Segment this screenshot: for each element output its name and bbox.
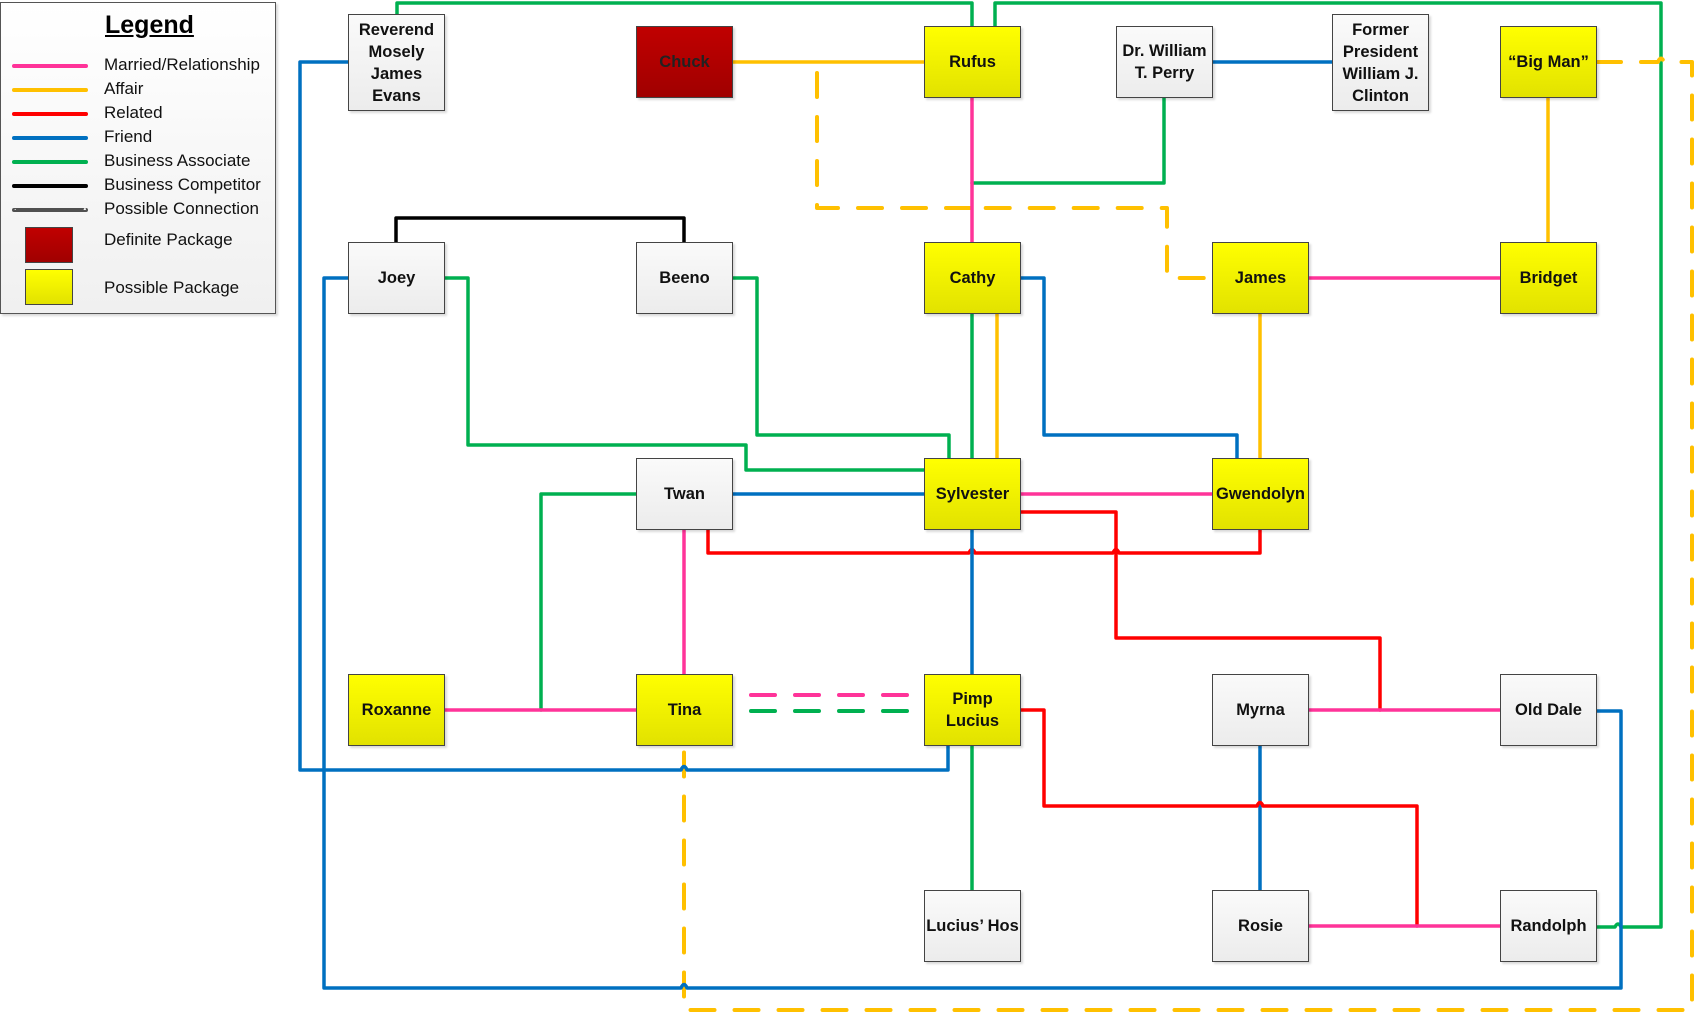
node-label: Joey	[377, 269, 416, 287]
possible-line-icon	[12, 208, 88, 212]
node-bridget[interactable]: Bridget	[1500, 242, 1597, 314]
node-myrna[interactable]: Myrna	[1212, 674, 1309, 746]
node-james[interactable]: James	[1212, 242, 1309, 314]
connection-beeno-sylvester	[731, 276, 951, 460]
connection-chuck-james	[815, 71, 1214, 280]
node-label: Rosie	[1238, 917, 1283, 935]
related-line-icon	[12, 112, 88, 116]
node-tina[interactable]: Tina	[636, 674, 733, 746]
node-label: Old Dale	[1515, 701, 1582, 719]
connection-cathy-gwendolyn	[1019, 276, 1239, 460]
node-label: Beeno	[659, 269, 710, 287]
node-chuck[interactable]: Chuck	[636, 26, 733, 98]
legend-item-definite: Definite Package	[1, 227, 277, 267]
node-sylvester[interactable]: Sylvester	[924, 458, 1021, 530]
legend-label: Business Associate	[104, 151, 251, 170]
friend-line-icon	[12, 136, 88, 140]
node-label: Sylvester	[935, 485, 1010, 503]
definite-package-swatch-icon	[25, 227, 73, 263]
node-randolph[interactable]: Randolph	[1500, 890, 1597, 962]
legend-item-related: Related	[1, 103, 277, 125]
connection-joey-sylvester	[442, 276, 926, 472]
connection-bigman-tina	[682, 56, 1694, 1012]
node-label: Rufus	[949, 53, 996, 71]
legend-label: Business Competitor	[104, 175, 261, 194]
legend-item-possible: Possible Connection	[1, 199, 277, 221]
node-joey[interactable]: Joey	[348, 242, 445, 314]
node-label: James	[1234, 269, 1287, 287]
business-line-icon	[12, 160, 88, 164]
node-label: Reverend Mosely James Evans	[358, 20, 435, 105]
node-label: Gwendolyn	[1216, 485, 1305, 503]
connection-twan-gwendolyn	[706, 528, 1262, 555]
connection-pimp-randolph	[1019, 708, 1419, 928]
connection-sylvester-olddale	[1019, 510, 1382, 712]
connection-joey-olddale	[322, 276, 1623, 990]
node-perry[interactable]: Dr. William T. Perry	[1116, 26, 1213, 98]
legend-label: Related	[104, 103, 163, 122]
connection-rev-pimp	[298, 60, 950, 772]
node-label: Randolph	[1510, 917, 1587, 935]
legend-label: Married/Relationship	[104, 55, 260, 74]
legend-label: Possible Package	[104, 278, 240, 297]
node-gwendolyn[interactable]: Gwendolyn	[1212, 458, 1309, 530]
connection-twan-roxanne	[539, 492, 638, 712]
node-twan[interactable]: Twan	[636, 458, 733, 530]
node-clinton[interactable]: Former President William J. Clinton	[1332, 14, 1429, 111]
legend-item-married: Married/Relationship	[1, 55, 277, 77]
node-rufus[interactable]: Rufus	[924, 26, 1021, 98]
node-label: Twan	[664, 485, 705, 503]
node-label: “Big Man”	[1508, 53, 1589, 71]
legend-item-affair: Affair	[1, 79, 277, 101]
legend-title: Legend	[105, 11, 194, 39]
connection-rev-rufus	[395, 1, 974, 28]
connection-perry-rufus	[970, 96, 1166, 185]
legend-label: Possible Connection	[104, 199, 259, 218]
node-label: Roxanne	[361, 701, 432, 719]
legend-label: Friend	[104, 127, 153, 146]
node-roxanne[interactable]: Roxanne	[348, 674, 445, 746]
node-label: Chuck	[659, 53, 710, 71]
legend-label: Affair	[104, 79, 144, 98]
legend-item-friend: Friend	[1, 127, 277, 149]
node-cathy[interactable]: Cathy	[924, 242, 1021, 314]
node-rosie[interactable]: Rosie	[1212, 890, 1309, 962]
node-beeno[interactable]: Beeno	[636, 242, 733, 314]
node-label: Pimp Lucius	[945, 690, 1000, 730]
node-reverend[interactable]: Reverend Mosely James Evans	[348, 14, 445, 111]
married-line-icon	[12, 64, 88, 68]
affair-line-icon	[12, 88, 88, 92]
legend-panel: Legend Married/Relationship Affair Relat…	[0, 2, 276, 314]
node-label: Bridget	[1519, 269, 1578, 287]
node-lucius-hos[interactable]: Lucius’ Hos	[924, 890, 1021, 962]
node-label: Former President William J. Clinton	[1342, 20, 1419, 105]
node-label: Tina	[667, 701, 702, 719]
node-label: Cathy	[949, 269, 996, 287]
legend-item-possible-package: Possible Package	[1, 269, 277, 309]
node-label: Myrna	[1236, 701, 1285, 719]
node-label: Lucius’ Hos	[926, 917, 1019, 935]
node-pimp-lucius[interactable]: Pimp Lucius	[924, 674, 1021, 746]
connection-lines	[298, 1, 1694, 1012]
legend-item-competitor: Business Competitor	[1, 175, 277, 197]
node-label: Dr. William T. Perry	[1122, 42, 1207, 82]
connection-joey-beeno	[394, 216, 686, 244]
competitor-line-icon	[12, 184, 88, 188]
node-old-dale[interactable]: Old Dale	[1500, 674, 1597, 746]
node-big-man[interactable]: “Big Man”	[1500, 26, 1597, 98]
connection-rufus-randolph	[993, 1, 1663, 929]
possible-package-swatch-icon	[25, 269, 73, 305]
legend-label: Definite Package	[104, 230, 233, 249]
legend-item-business: Business Associate	[1, 151, 277, 173]
